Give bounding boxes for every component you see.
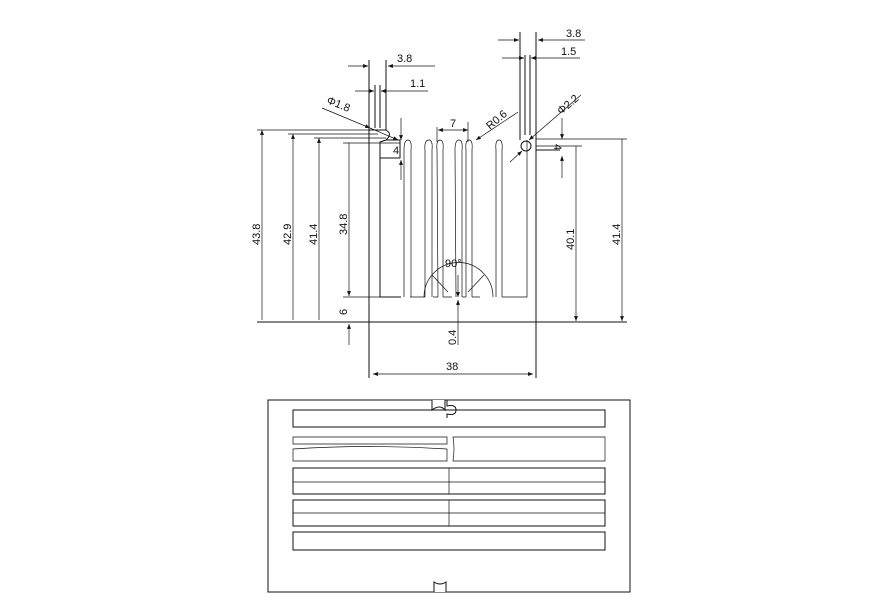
dim-left-hole: Φ1.8 <box>325 95 352 115</box>
dim-fin-height: 34.8 <box>338 214 350 235</box>
dim-fin-radius: R0.6 <box>484 108 510 132</box>
dim-top-left-inner: 1.1 <box>410 78 425 90</box>
dim-right-slot: 4 <box>551 144 563 150</box>
dim-groove-depth: 0.4 <box>447 330 459 345</box>
dim-groove-angle: 90° <box>445 258 462 270</box>
dim-overall-width: 38 <box>446 361 458 373</box>
dim-top-right-inner: 1.5 <box>561 46 576 58</box>
dim-height-2: 42.9 <box>282 224 294 245</box>
dim-right-height-2: 41.4 <box>611 224 623 245</box>
plan-view <box>267 399 631 593</box>
dim-right-hole: Φ2.2 <box>555 93 581 118</box>
dim-height-total: 43.8 <box>251 224 263 245</box>
dim-height-left: 41.4 <box>308 224 320 245</box>
dim-left-slot: 4 <box>393 145 399 157</box>
dim-fin-pitch: 7 <box>450 118 456 130</box>
dim-right-height-1: 40.1 <box>565 229 577 250</box>
profile-view: 3.8 1.1 Φ1.8 3.8 1.5 Φ2.2 7 R0.6 4 4 43.… <box>251 28 627 378</box>
dim-top-right-width: 3.8 <box>566 28 581 40</box>
dim-top-left-width: 3.8 <box>397 53 412 65</box>
dim-base: 6 <box>338 309 350 315</box>
